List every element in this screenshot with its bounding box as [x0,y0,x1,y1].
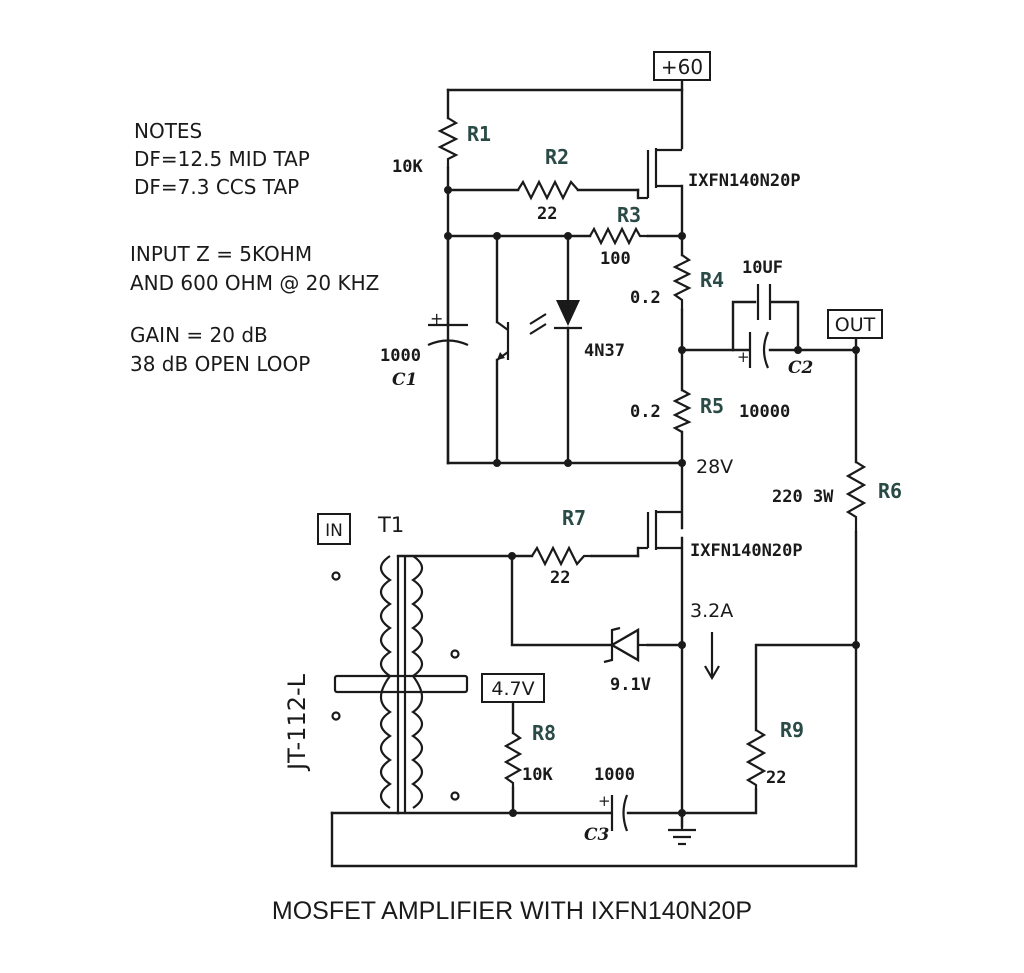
r4-value: 0.2 [630,288,661,308]
r9-value: 22 [766,768,786,788]
r5-value: 0.2 [630,402,661,422]
c2-value-2: 10000 [739,402,790,422]
r1-ref: R1 [467,122,491,146]
output-label: OUT [835,314,876,336]
ground-icon [668,813,696,846]
mosfet-q1 [638,148,682,200]
wiring [330,78,858,868]
capacitor-symbols: + + + [427,284,772,832]
r4-ref: R4 [700,268,724,292]
r2-zigzag [517,179,579,201]
r7-zigzag [531,545,592,567]
terminal-bias: 4.7V [481,673,545,703]
c3-value: 1000 [594,765,635,785]
r9-ref: R9 [780,718,804,742]
terminal-input: IN [317,513,351,545]
zener-diode [603,626,648,664]
bias-label: 4.7V [491,678,534,700]
svg-text:+: + [430,309,443,328]
r6-zigzag [845,461,867,532]
note-line: AND 600 OHM @ 20 KHZ [130,271,379,295]
note-line: INPUT Z = 5KOHM [130,242,312,266]
junction-dots [444,186,860,817]
c1-value: 1000 [380,346,421,366]
transformer-part: JT-112-L [283,673,311,772]
current-label: 3.2A [690,600,733,622]
r2-ref: R2 [545,145,569,169]
r2-value: 22 [537,204,557,224]
r6-ref: R6 [878,479,902,503]
r8-ref: R8 [532,721,556,745]
optocoupler-4n37 [496,300,582,361]
c2-value: 10UF [742,258,783,278]
diagram-title: MOSFET AMPLIFIER WITH IXFN140N20P [272,897,752,925]
mid-node-label: 28V [696,456,733,478]
mosfet-q2 [638,510,682,550]
supply-label: +60 [661,55,703,79]
r1-value: 10K [392,157,423,177]
r5-zigzag [672,389,692,433]
r8-value: 10K [522,765,553,785]
current-arrow-icon [704,632,720,681]
r5-ref: R5 [700,394,724,418]
svg-text:+: + [598,792,611,810]
note-line: DF=7.3 CCS TAP [134,175,299,199]
r7-value: 22 [550,568,570,588]
zener-value: 9.1V [610,675,651,695]
q1-part: IXFN140N20P [688,171,801,191]
r7-ref: R7 [562,506,586,530]
r9-zigzag [745,729,767,790]
c3-ref: C3 [584,825,610,845]
r3-ref: R3 [617,203,641,227]
r1-zigzag [437,117,459,168]
notes-block: NOTES DF=12.5 MID TAP DF=7.3 CCS TAP INP… [130,119,379,376]
note-line: DF=12.5 MID TAP [134,147,310,171]
transformer-t1 [331,555,469,813]
q2-part: IXFN140N20P [690,541,803,561]
terminal-output: OUT [827,309,883,339]
c1-ref: C1 [392,370,417,390]
svg-text:+: + [737,348,750,366]
r3-value: 100 [600,249,631,269]
input-label: IN [325,521,343,541]
r3-zigzag [589,226,648,246]
r8-zigzag [503,732,523,788]
transformer-ref: T1 [377,513,404,537]
r4-zigzag [672,254,692,310]
terminal-supply: +60 [653,51,711,81]
r6-value: 220 3W [772,487,834,507]
note-line: 38 dB OPEN LOOP [130,352,310,376]
component-labels: R1 R2 R3 R4 R5 R6 R7 R8 R9 10K 22 100 0.… [283,122,902,845]
opto-part: 4N37 [584,341,625,361]
resistor-symbols [437,117,867,790]
note-line: GAIN = 20 dB [130,323,268,347]
c2-ref: C2 [788,358,814,378]
notes-heading: NOTES [134,119,202,143]
